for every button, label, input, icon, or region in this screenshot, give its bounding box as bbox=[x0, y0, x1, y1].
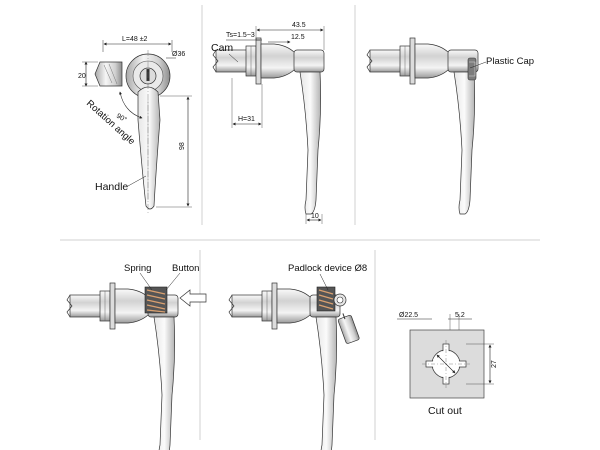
dim-27-label: 27 bbox=[491, 360, 498, 368]
rotation-angle-label: Rotation angle bbox=[84, 98, 137, 147]
dim-10-label: 10 bbox=[311, 213, 319, 220]
dim-43-5-label: 43.5 bbox=[292, 22, 306, 29]
plastic-cap-label: Plastic Cap bbox=[486, 56, 534, 67]
handle-label: Handle bbox=[95, 181, 128, 193]
dim-22-5-label: Ø22.5 bbox=[399, 312, 418, 319]
cam-label: Cam bbox=[211, 42, 233, 54]
padlock-label: Padlock device Ø8 bbox=[288, 263, 367, 274]
side-view-spring-button: Spring Button bbox=[66, 263, 207, 450]
side-view-padlock: Padlock device Ø8 bbox=[228, 263, 367, 450]
cut-out-view: Ø22.5 5.2 27 Cut out bbox=[397, 312, 498, 417]
dim-20-label: 20 bbox=[78, 73, 86, 80]
front-view: L=48 ±2 Ø36 20 90° Rotation angle 98 Ha bbox=[78, 36, 192, 215]
dim-5-2-label: 5.2 bbox=[455, 312, 465, 319]
spring-label: Spring bbox=[124, 263, 151, 274]
dim-h-label: H=31 bbox=[238, 116, 255, 123]
side-view-dimensioned: 43.5 Ts=1.5~3 12.5 Cam H=31 10 bbox=[211, 22, 325, 224]
dim-12-5-label: 12.5 bbox=[291, 34, 305, 41]
side-view-plastic-cap: Plastic Cap bbox=[366, 37, 534, 215]
cut-out-label: Cut out bbox=[428, 405, 462, 417]
dim-d36-label: Ø36 bbox=[172, 51, 185, 58]
dim-98-label: 98 bbox=[179, 142, 186, 150]
dim-l-label: L=48 ±2 bbox=[122, 36, 148, 43]
dim-ts-label: Ts=1.5~3 bbox=[226, 32, 255, 39]
button-label: Button bbox=[172, 263, 199, 274]
panel-dividers bbox=[60, 5, 540, 440]
